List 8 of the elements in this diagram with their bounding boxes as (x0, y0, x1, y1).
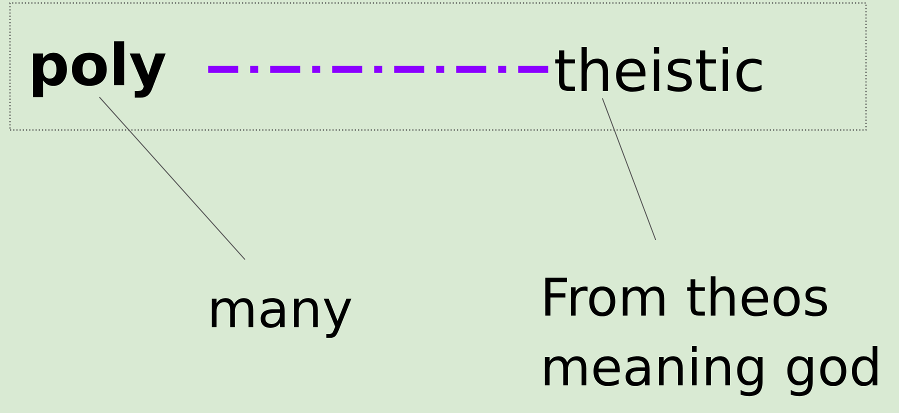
word-part: poly (33, 41, 166, 98)
meaning-text: From theos meaning god (544, 276, 878, 396)
leader-line (602, 98, 656, 240)
dash-dot-line (208, 66, 550, 73)
meaning-text: many (212, 298, 352, 338)
word-part: theistic (555, 47, 762, 92)
leader-line (98, 96, 246, 260)
dotted-frame (9, 2, 867, 131)
